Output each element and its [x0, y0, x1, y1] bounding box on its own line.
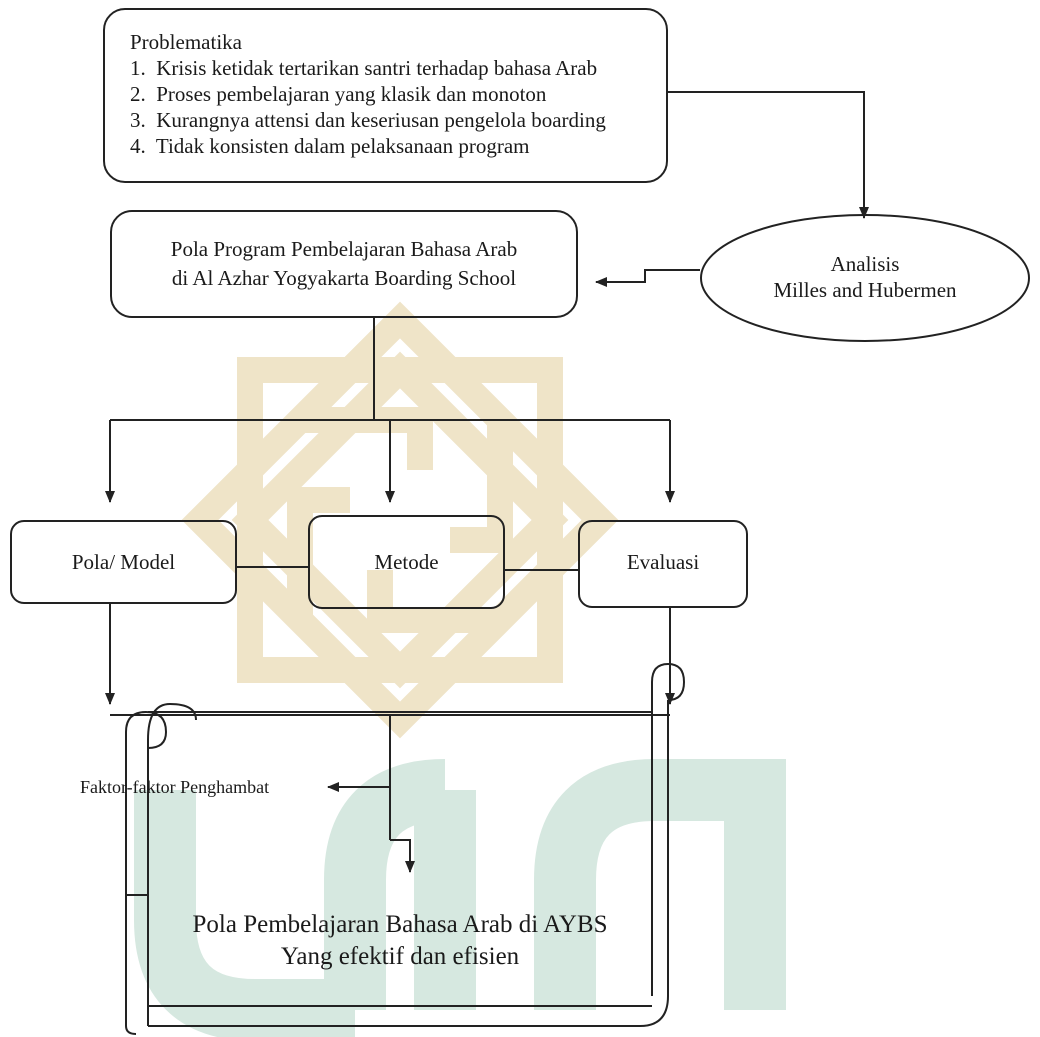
problem-item-3: 3. Kurangnya attensi dan keseriusan peng…: [130, 108, 606, 132]
method-box: [308, 515, 505, 609]
analysis-line-2: Milles and Hubermen: [773, 278, 957, 302]
result-line-2: Yang efektif dan efisien: [280, 943, 520, 970]
problem-item-2: 2. Proses pembelajaran yang klasik dan m…: [130, 82, 547, 106]
watermark-uin-logo: [134, 759, 786, 1037]
evaluation-box: [578, 520, 748, 608]
connectors: [105, 91, 869, 873]
model-box: [10, 520, 237, 604]
problem-item-4: 4. Tidak konsisten dalam pelaksanaan pro…: [130, 134, 530, 158]
analysis-line-1: Analisis: [830, 252, 900, 276]
result-line-1: Pola Pembelajaran Bahasa Arab di AYBS: [192, 911, 608, 938]
analysis-ellipse: [700, 214, 1030, 342]
program-line-2: di Al Azhar Yogyakarta Boarding School: [171, 266, 517, 290]
program-line-1: Pola Program Pembelajaran Bahasa Arab: [170, 237, 518, 261]
result-scroll: [125, 662, 686, 1035]
model-label: Pola/ Model: [71, 550, 176, 574]
method-label: Metode: [374, 550, 439, 574]
problem-box: [103, 8, 668, 183]
evaluation-label: Evaluasi: [626, 550, 700, 574]
problem-item-1: 1. Krisis ketidak tertarikan santri terh…: [130, 56, 598, 80]
inhibiting-factors-label: Faktor-faktor Penghambat: [80, 777, 270, 797]
problem-heading: Problematika: [130, 30, 242, 54]
watermark-knot-logo: [181, 301, 619, 739]
program-box: [110, 210, 578, 318]
